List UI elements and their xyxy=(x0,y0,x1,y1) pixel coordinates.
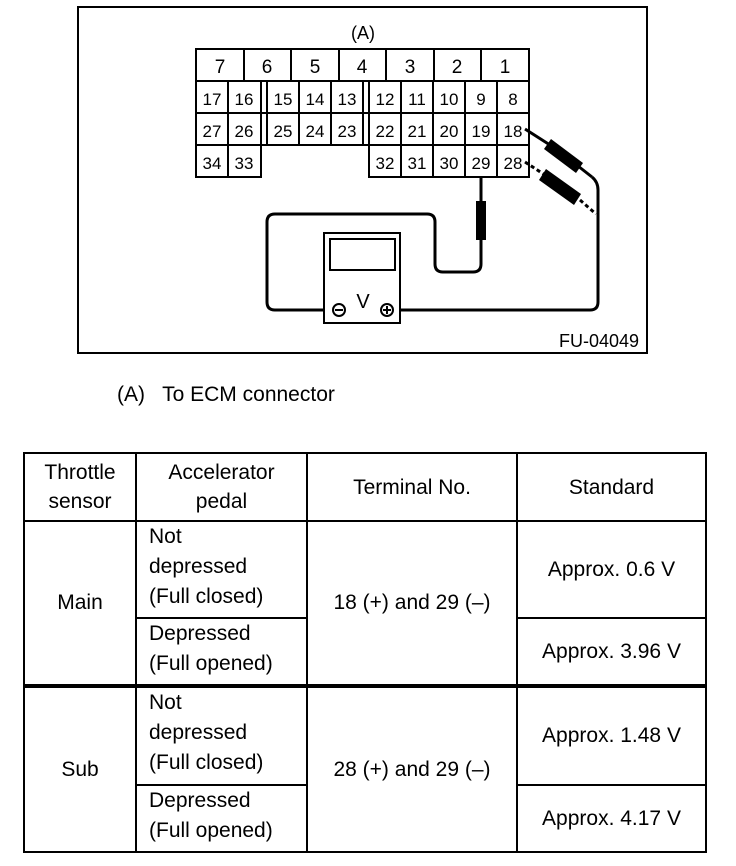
pedal-cell: Not depressed (Full closed) xyxy=(135,684,308,786)
caption-marker: (A) xyxy=(117,383,145,406)
sensor-cell: Sub xyxy=(23,684,137,853)
specification-table: Throttle sensor Accelerator pedal Termin… xyxy=(23,452,707,853)
wiring-figure: (A) xyxy=(77,6,648,354)
pin-27: 27 xyxy=(203,122,222,141)
cavity-6: 6 xyxy=(262,57,273,78)
pin-15: 15 xyxy=(274,90,293,109)
table-row: Main Not depressed (Full closed) 18 (+) … xyxy=(23,520,707,687)
pin-23: 23 xyxy=(338,122,357,141)
pin-31: 31 xyxy=(408,154,427,173)
pin-10: 10 xyxy=(440,90,459,109)
pin-29: 29 xyxy=(472,154,491,173)
negative-probe-icon xyxy=(476,201,486,240)
table-row: Depressed (Full opened) Approx. 4.17 V xyxy=(24,784,707,853)
cavity-7: 7 xyxy=(215,57,226,78)
positive-probe-main-icon xyxy=(544,139,583,173)
positive-probe-sub-icon xyxy=(539,169,581,205)
pin-19: 19 xyxy=(472,122,491,141)
pin-28: 28 xyxy=(504,154,523,173)
pedal-cell: Depressed (Full opened) xyxy=(135,617,308,687)
header-standard: Standard xyxy=(516,452,707,522)
table-header-row: Throttle sensor Accelerator pedal Termin… xyxy=(23,452,707,522)
cavity-2: 2 xyxy=(452,57,463,78)
pin-8: 8 xyxy=(508,90,517,109)
meter-positive-terminal-icon xyxy=(383,306,391,314)
pin-33: 33 xyxy=(235,154,254,173)
pin-34: 34 xyxy=(203,154,222,173)
terminal-cell: 28 (+) and 29 (–) xyxy=(306,684,518,853)
cavity-1: 1 xyxy=(500,57,511,78)
pin-13: 13 xyxy=(338,90,357,109)
ecm-connector xyxy=(195,48,530,178)
connector-diagram: (A) xyxy=(195,23,639,351)
cavity-5: 5 xyxy=(310,57,321,78)
standard-cell: Approx. 1.48 V xyxy=(516,684,707,786)
table-row: Sub Not depressed (Full closed) 28 (+) a… xyxy=(23,684,707,853)
connector-label: (A) xyxy=(351,23,375,43)
pin-24: 24 xyxy=(306,122,325,141)
pin-25: 25 xyxy=(274,122,293,141)
pin-16: 16 xyxy=(235,90,254,109)
caption-text: To ECM connector xyxy=(162,383,335,406)
pin-9: 9 xyxy=(476,90,485,109)
pedal-cell: Not depressed (Full closed) xyxy=(135,520,308,619)
figure-id: FU-04049 xyxy=(559,331,639,351)
standard-cell: Approx. 3.96 V xyxy=(516,617,707,687)
pin-20: 20 xyxy=(440,122,459,141)
pedal-cell: Depressed (Full opened) xyxy=(135,784,308,853)
pin-17: 17 xyxy=(203,90,222,109)
table-row: Depressed (Full opened) Approx. 3.96 V xyxy=(24,617,707,687)
meter-volt-label: V xyxy=(356,291,370,313)
pin-12: 12 xyxy=(376,90,395,109)
pin-18: 18 xyxy=(504,122,523,141)
pin-30: 30 xyxy=(440,154,459,173)
figure-caption: (A) To ECM connector xyxy=(117,383,335,407)
positive-test-lead-main xyxy=(394,127,600,312)
header-accelerator-pedal: Accelerator pedal xyxy=(135,452,308,522)
standard-cell: Approx. 0.6 V xyxy=(516,520,707,619)
header-throttle-sensor: Throttle sensor xyxy=(23,452,137,522)
cavity-4: 4 xyxy=(357,57,368,78)
pin-14: 14 xyxy=(306,90,325,109)
header-terminal-no: Terminal No. xyxy=(306,452,518,522)
standard-cell: Approx. 4.17 V xyxy=(516,784,707,853)
pin-11: 11 xyxy=(408,90,426,109)
pin-32: 32 xyxy=(376,154,395,173)
pin-26: 26 xyxy=(235,122,254,141)
pin-21: 21 xyxy=(408,122,427,141)
sensor-cell: Main xyxy=(23,520,137,687)
terminal-cell: 18 (+) and 29 (–) xyxy=(306,520,518,687)
positive-test-lead-sub xyxy=(524,160,597,216)
pin-22: 22 xyxy=(376,122,395,141)
cavity-3: 3 xyxy=(405,57,416,78)
negative-test-lead xyxy=(265,177,483,312)
